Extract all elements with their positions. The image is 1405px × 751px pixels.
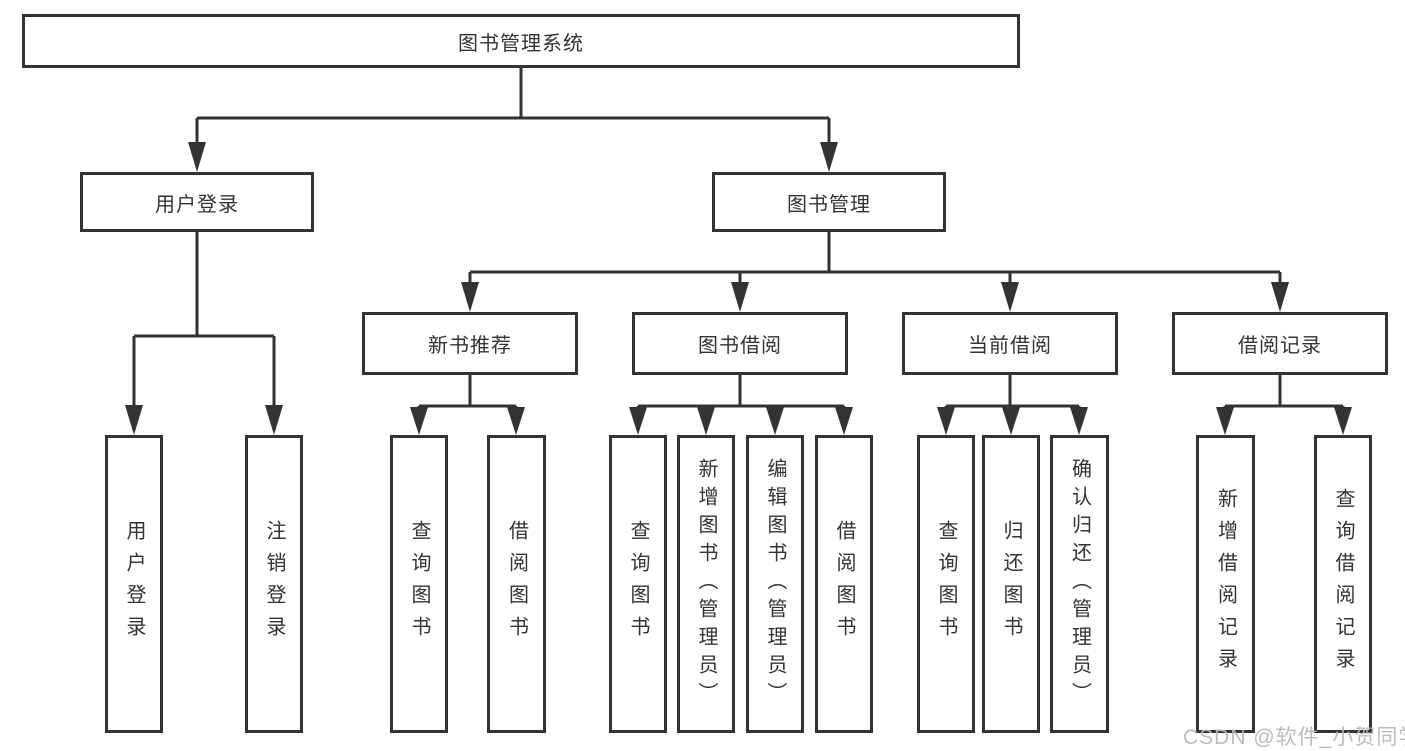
node-label: 图书管理 (787, 193, 871, 216)
branch-current-borrow (937, 375, 1088, 435)
leaf-borrow-books-borrow: 借阅图书 (815, 435, 873, 733)
node-label: 新书推荐 (428, 335, 512, 357)
branch-borrow-records (1216, 375, 1352, 435)
leaf-label: 编辑图书（管理员） (764, 458, 786, 710)
leaf-add-book-admin: 新增图书（管理员） (677, 435, 735, 733)
branch-user-login (125, 232, 283, 435)
node-new-book-recommend: 新书推荐 (362, 312, 578, 375)
node-label: 用户登录 (155, 193, 239, 216)
node-label: 图书借阅 (698, 335, 782, 357)
node-label: 当前借阅 (968, 335, 1052, 357)
leaf-label: 借阅图书 (833, 520, 855, 648)
leaf-query-borrow-record: 查询借阅记录 (1314, 435, 1372, 733)
leaf-return-books: 归还图书 (982, 435, 1040, 733)
leaf-label: 归还图书 (1000, 520, 1022, 648)
node-library-management-system: 图书管理系统 (22, 14, 1020, 68)
branch-book-borrow (629, 375, 853, 435)
leaf-query-books-recommend: 查询图书 (390, 435, 448, 733)
leaf-query-books-current: 查询图书 (917, 435, 975, 733)
node-book-borrow: 图书借阅 (632, 312, 848, 375)
node-user-login: 用户登录 (80, 172, 314, 232)
branch-new-book-recommend (410, 375, 525, 435)
leaf-label: 查询图书 (408, 520, 430, 648)
leaf-user-login: 用户登录 (105, 435, 163, 733)
node-book-management: 图书管理 (712, 172, 946, 232)
leaf-label: 新增图书（管理员） (695, 458, 717, 710)
leaf-add-borrow-record: 新增借阅记录 (1196, 435, 1255, 733)
csdn-watermark: CSDN @软件_小贺同学 (1183, 726, 1405, 749)
leaf-label: 新增借阅记录 (1214, 488, 1237, 680)
leaf-label: 查询借阅记录 (1332, 488, 1354, 680)
node-label: 图书管理系统 (458, 32, 584, 55)
node-current-borrow: 当前借阅 (902, 312, 1118, 375)
node-label: 借阅记录 (1238, 335, 1322, 357)
leaf-label: 借阅图书 (505, 520, 528, 648)
leaf-label: 用户登录 (123, 520, 145, 648)
leaf-label: 查询图书 (935, 520, 957, 648)
leaf-edit-book-admin: 编辑图书（管理员） (746, 435, 804, 733)
leaf-label: 注销登录 (263, 520, 285, 648)
leaf-label: 查询图书 (627, 520, 649, 648)
leaf-logout-login: 注销登录 (245, 435, 303, 733)
leaf-confirm-return-admin: 确认归还（管理员） (1050, 435, 1109, 733)
leaf-borrow-books-recommend: 借阅图书 (487, 435, 546, 733)
leaf-query-books-borrow: 查询图书 (609, 435, 667, 733)
branch-book-management (461, 232, 1289, 312)
leaf-label: 确认归还（管理员） (1068, 458, 1091, 710)
branch-root (188, 68, 838, 172)
node-borrow-records: 借阅记录 (1172, 312, 1388, 375)
